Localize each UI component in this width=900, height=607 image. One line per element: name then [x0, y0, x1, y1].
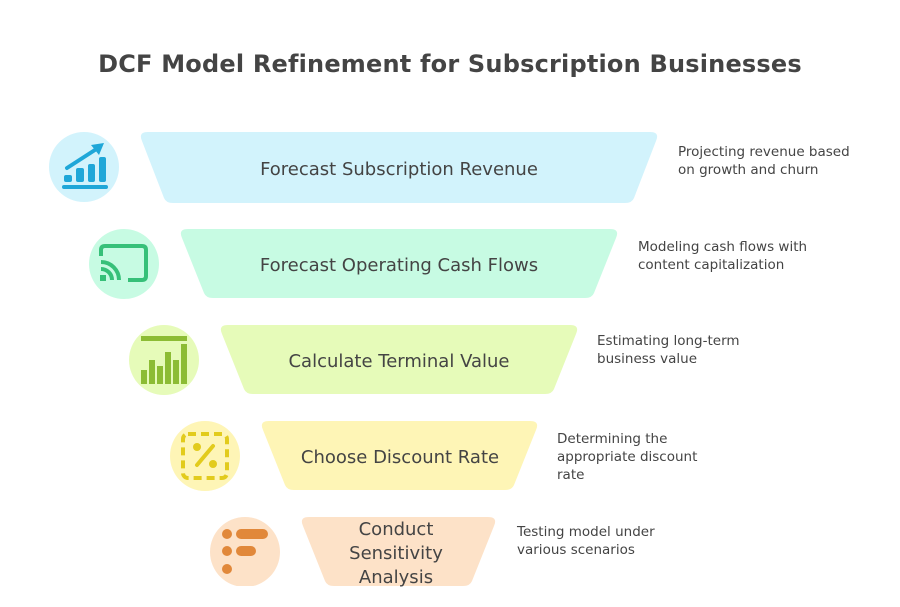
funnel-segment-5: [301, 517, 496, 586]
funnel-segment-1: [140, 132, 658, 203]
step-label-5: Conduct Sensitivity Analysis: [349, 519, 443, 588]
icon-circle-3: [129, 325, 199, 395]
step-description-5: Testing model under various scenarios: [517, 524, 655, 558]
percent-icon: [181, 432, 229, 480]
step-description-2: Modeling cash flows with content capital…: [638, 239, 808, 273]
growth-chart-icon: [62, 143, 108, 189]
step-description-3: Estimating long-term business value: [597, 333, 740, 367]
list-options-icon: [222, 529, 268, 574]
cast-icon: [99, 244, 148, 282]
step-label-3: Calculate Terminal Value: [288, 351, 510, 372]
step-description-1: Projecting revenue based on growth and c…: [678, 144, 850, 178]
icon-circle-2: [89, 229, 159, 299]
funnel-segment-3: [220, 325, 578, 394]
step-label-2: Forecast Operating Cash Flows: [259, 255, 539, 276]
step-label-4: Choose Discount Rate: [300, 447, 500, 468]
diagram-title: DCF Model Refinement for Subscription Bu…: [98, 50, 802, 78]
icon-circle-1: [49, 132, 119, 202]
bar-chart-icon: [141, 336, 187, 384]
funnel-segment-4: [261, 421, 538, 490]
step-description-4: Determining the appropriate discount rat…: [557, 431, 698, 483]
step-label-1: Forecast Subscription Revenue: [260, 159, 538, 180]
funnel-segment-2: [180, 229, 618, 298]
